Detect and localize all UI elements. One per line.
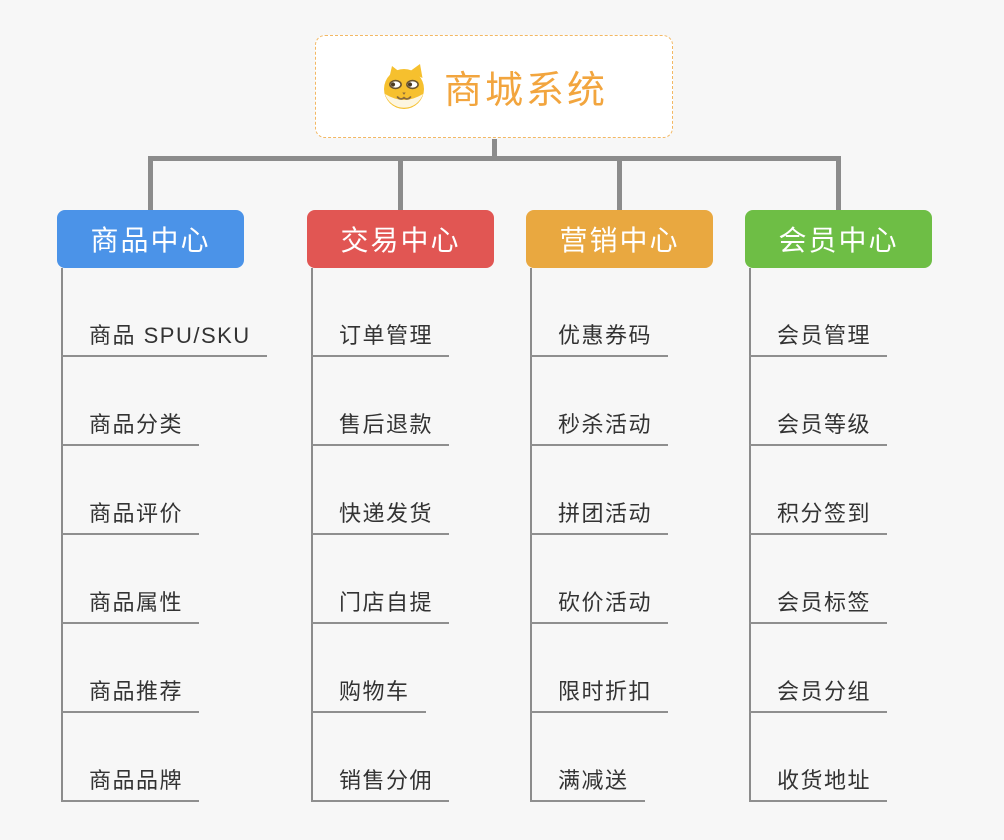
leaf-topic[interactable]: 商品属性 [61,588,200,624]
leaf-topic[interactable]: 门店自提 [311,588,450,624]
connector-drop-marketing [617,156,622,210]
leaf-topic[interactable]: 砍价活动 [530,588,669,624]
root-node[interactable]: 商城系统 [315,35,673,138]
branch-node-products[interactable]: 商品中心 [57,210,244,268]
leaf-topic[interactable]: 会员标签 [749,588,888,624]
leaf-topic[interactable]: 售后退款 [311,410,450,446]
root-connector-rail [148,156,841,161]
connector-drop-trade [398,156,403,210]
root-connector-stem [492,139,497,159]
leaf-topic[interactable]: 积分签到 [749,499,888,535]
branch-line [61,268,63,802]
leaf-topic[interactable]: 商品推荐 [61,677,200,713]
leaf-topic[interactable]: 优惠券码 [530,321,669,357]
leaf-topic[interactable]: 会员管理 [749,321,888,357]
branch-label: 交易中心 [340,225,461,256]
leaf-topic[interactable]: 商品分类 [61,410,200,446]
connector-drop-products [148,156,153,210]
branch-node-marketing[interactable]: 营销中心 [526,210,713,268]
connector-drop-members [836,156,841,210]
leaf-topic[interactable]: 收货地址 [749,766,888,802]
leaf-topic[interactable]: 商品品牌 [61,766,200,802]
branch-products: 商品中心 商品 SPU/SKU 商品分类 商品评价 商品属性 商品推荐 商品品牌 [57,210,307,810]
leaf-topic[interactable]: 满减送 [530,766,645,802]
branch-line [311,268,313,802]
leaf-topic[interactable]: 商品评价 [61,499,200,535]
leaf-topic[interactable]: 限时折扣 [530,677,669,713]
leaf-topic[interactable]: 快递发货 [311,499,450,535]
leaf-topic[interactable]: 购物车 [311,677,426,713]
leaf-topic[interactable]: 订单管理 [311,321,450,357]
branch-line [749,268,751,802]
branch-node-trade[interactable]: 交易中心 [307,210,494,268]
root-title: 商城系统 [443,70,608,112]
leaf-topic[interactable]: 拼团活动 [530,499,669,535]
leaf-topic[interactable]: 会员等级 [749,410,888,446]
leaf-topic[interactable]: 会员分组 [749,677,888,713]
branch-marketing: 营销中心 优惠券码 秒杀活动 拼团活动 砍价活动 限时折扣 满减送 [526,210,776,810]
branch-trade: 交易中心 订单管理 售后退款 快递发货 门店自提 购物车 销售分佣 [307,210,557,810]
branch-members: 会员中心 会员管理 会员等级 积分签到 会员标签 会员分组 收货地址 [745,210,995,810]
branch-line [530,268,532,802]
branch-node-members[interactable]: 会员中心 [745,210,932,268]
branch-label: 营销中心 [559,225,680,256]
dog-face-icon [383,63,424,109]
leaf-topic[interactable]: 秒杀活动 [530,410,669,446]
leaf-topic[interactable]: 商品 SPU/SKU [61,321,267,357]
branch-label: 商品中心 [90,225,211,256]
branch-label: 会员中心 [778,225,899,256]
leaf-topic[interactable]: 销售分佣 [311,766,450,802]
